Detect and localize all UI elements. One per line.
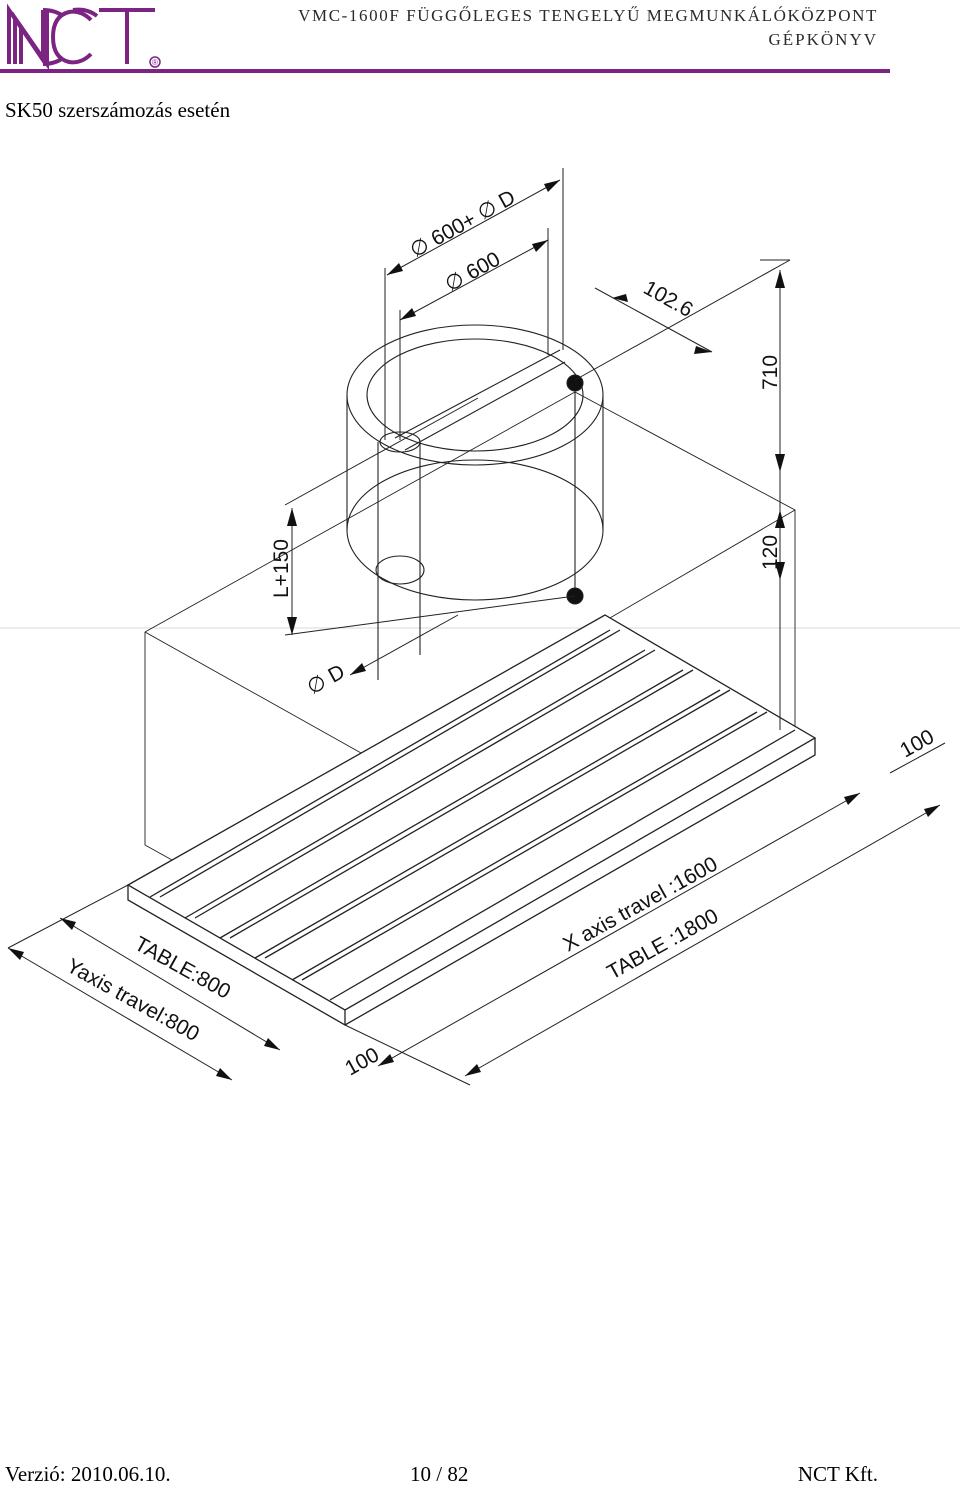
work-envelope-drawing: ∅ 600+ ∅ D ∅ 600 102.6 710 120 L+150 ∅ D… <box>0 168 960 1086</box>
machine-table <box>126 614 817 1026</box>
header-divider <box>0 69 890 73</box>
dim-l-150: L+150 <box>270 539 293 598</box>
footer-company: NCT Kft. <box>797 1462 878 1486</box>
dim-102-6: 102.6 <box>640 276 697 322</box>
dim-600: ∅ 600 <box>441 248 504 297</box>
section-title: SK50 szerszámozás esetén <box>5 98 231 122</box>
document-title: VMC-1600F FÜGGŐLEGES TENGELYŰ MEGMUNKÁLÓ… <box>298 6 878 25</box>
table-y-label: TABLE:800 <box>131 932 235 1003</box>
dim-d: ∅ D <box>303 660 349 699</box>
dimension-lines <box>7 168 946 1086</box>
footer-page-number: 10 / 82 <box>410 1462 469 1486</box>
nct-logo: ® <box>7 3 161 70</box>
spindle-cylinder <box>346 324 604 680</box>
footer-version: Verzió: 2010.06.10. <box>5 1462 171 1486</box>
dim-120: 120 <box>759 535 782 570</box>
dim-710: 710 <box>759 355 782 390</box>
document-subtitle: GÉPKÖNYV <box>768 30 878 49</box>
dim-100-right: 100 <box>896 725 938 762</box>
svg-text:®: ® <box>152 58 158 67</box>
dim-600-plus-d: ∅ 600+ ∅ D <box>406 186 519 263</box>
arrowheads <box>8 180 940 1080</box>
dim-100-left: 100 <box>341 1043 383 1080</box>
